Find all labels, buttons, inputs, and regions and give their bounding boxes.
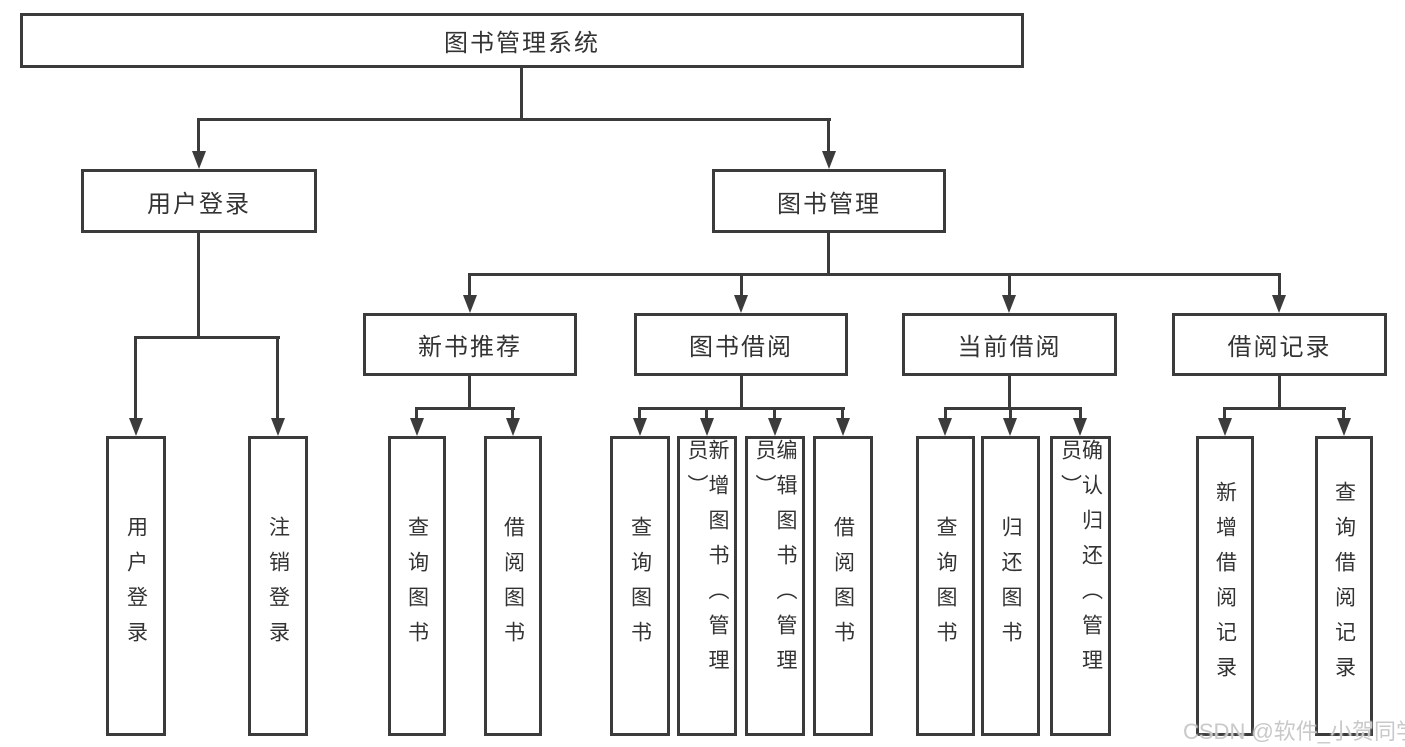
connector-drop-leaf [1009, 407, 1012, 420]
connector-book-borrow-stem [740, 374, 743, 409]
node-label: 图书管理 [777, 190, 881, 218]
node-leaf-borrow-books-rec: 借阅图书 [484, 436, 542, 736]
node-book-management: 图书管理 [712, 169, 946, 233]
connector-drop-leaf [638, 407, 641, 420]
connector-drop-leaf [1223, 407, 1226, 420]
node-label: 归还图书 [999, 516, 1022, 656]
connector-new-book-rec-branch [415, 407, 515, 410]
connector-borrow-records-stem [1278, 374, 1281, 409]
node-label: 借阅图书 [831, 516, 855, 656]
node-leaf-add-borrow-record: 新增借阅记录 [1196, 436, 1254, 736]
arrowhead-down-icon [1218, 418, 1232, 436]
connector-drop-logout-leaf [276, 336, 279, 420]
node-label: 新增图书（管理员） [685, 439, 729, 684]
node-user-login: 用户登录 [81, 169, 317, 233]
connector-drop-leaf [511, 407, 514, 420]
node-label: 用户登录 [147, 190, 251, 218]
node-label: 编辑图书（管理员） [753, 439, 797, 684]
node-leaf-return-books: 归还图书 [981, 436, 1040, 736]
connector-drop-login-leaf [134, 336, 137, 420]
node-label: 注销登录 [266, 516, 290, 656]
connector-drop-leaf [415, 407, 418, 420]
node-label: 借阅图书 [501, 516, 525, 656]
connector-user-login-stem [197, 231, 200, 339]
node-label: 图书管理系统 [444, 30, 600, 57]
node-leaf-logout: 注销登录 [248, 436, 308, 736]
node-leaf-query-books-rec: 查询图书 [388, 436, 446, 736]
connector-drop-leaf [841, 407, 844, 420]
node-label: 查询借阅记录 [1332, 481, 1356, 691]
node-label: 借阅记录 [1227, 334, 1332, 361]
arrowhead-down-icon [700, 418, 714, 436]
connector-book-management-stem [827, 231, 830, 275]
arrowhead-down-icon [1002, 295, 1016, 313]
node-label: 查询图书 [628, 516, 652, 656]
connector-drop-leaf [1079, 407, 1082, 420]
node-library-management-system: 图书管理系统 [20, 13, 1024, 68]
arrowhead-down-icon [129, 418, 143, 436]
node-leaf-add-books-admin: 新增图书（管理员） [677, 436, 737, 736]
arrowhead-down-icon [1003, 418, 1017, 436]
arrowhead-down-icon [1073, 418, 1087, 436]
node-label: 用户登录 [124, 516, 148, 656]
connector-drop-book-management [827, 118, 830, 154]
connector-user-login-branch [134, 336, 280, 339]
arrowhead-down-icon [463, 295, 477, 313]
connector-drop-current-borrow [1008, 273, 1011, 297]
connector-root-stem [520, 66, 523, 120]
connector-root-branch [197, 118, 831, 121]
arrowhead-down-icon [938, 418, 952, 436]
node-label: 查询图书 [934, 516, 957, 656]
node-label: 新书推荐 [418, 334, 522, 361]
connector-new-book-rec-stem [468, 374, 471, 409]
node-leaf-query-borrow-record: 查询借阅记录 [1315, 436, 1373, 736]
arrowhead-down-icon [1337, 418, 1351, 436]
arrowhead-down-icon [768, 418, 782, 436]
node-label: 当前借阅 [957, 334, 1062, 361]
node-current-borrowing: 当前借阅 [902, 313, 1117, 376]
connector-drop-borrow-records [1278, 273, 1281, 297]
connector-book-borrow-branch [638, 407, 845, 410]
connector-drop-leaf [705, 407, 708, 420]
connector-current-borrow-stem [1008, 374, 1011, 409]
node-new-book-recommendation: 新书推荐 [363, 313, 577, 376]
arrowhead-down-icon [1272, 295, 1286, 313]
csdn-watermark: CSDN @软件_小贺同学 [1183, 719, 1405, 744]
node-leaf-query-books-borrow: 查询图书 [610, 436, 670, 736]
connector-drop-leaf [773, 407, 776, 420]
connector-drop-user-login [197, 118, 200, 154]
arrowhead-down-icon [271, 418, 285, 436]
node-borrowing-records: 借阅记录 [1172, 313, 1387, 376]
connector-current-borrow-branch [944, 407, 1082, 410]
node-book-borrowing: 图书借阅 [634, 313, 848, 376]
arrowhead-down-icon [506, 418, 520, 436]
arrowhead-down-icon [734, 295, 748, 313]
connector-book-management-branch [468, 273, 1281, 276]
node-leaf-confirm-return-admin: 确认归还（管理员） [1050, 436, 1111, 736]
connector-drop-book-borrow [740, 273, 743, 297]
connector-borrow-records-branch [1223, 407, 1346, 410]
arrowhead-down-icon [836, 418, 850, 436]
node-leaf-query-books-current: 查询图书 [916, 436, 975, 736]
connector-drop-leaf [944, 407, 947, 420]
node-label: 图书借阅 [689, 334, 793, 361]
arrowhead-down-icon [410, 418, 424, 436]
node-label: 确认归还（管理员） [1058, 439, 1103, 684]
arrowhead-down-icon [822, 151, 836, 169]
node-leaf-borrow-books: 借阅图书 [813, 436, 873, 736]
node-label: 查询图书 [405, 516, 429, 656]
node-leaf-edit-books-admin: 编辑图书（管理员） [745, 436, 805, 736]
arrowhead-down-icon [633, 418, 647, 436]
node-label: 新增借阅记录 [1213, 481, 1237, 691]
arrowhead-down-icon [192, 151, 206, 169]
connector-drop-new-book-rec [468, 273, 471, 297]
connector-drop-leaf [1342, 407, 1345, 420]
node-leaf-user-login: 用户登录 [106, 436, 166, 736]
